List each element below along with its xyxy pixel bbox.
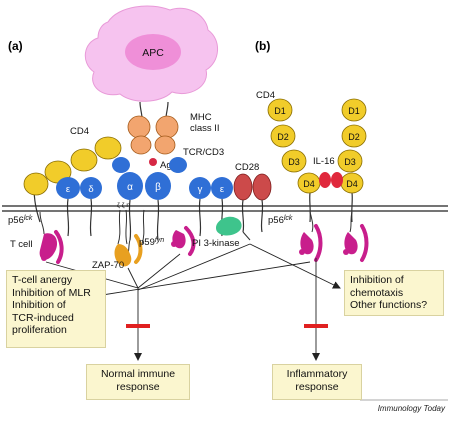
domain-d3-right: D3 [344,157,356,167]
chain-beta: β [155,182,161,193]
cd4-label-a: CD4 [70,126,89,137]
left-effect-line-5: proliferation [12,324,67,336]
right-effect-line-1: Inhibition of [350,274,404,286]
domain-d2-left: D2 [277,132,289,142]
box-left-effects: T-cell anergy Inhibition of MLR Inhibiti… [6,270,106,348]
pi3-kinase: PI 3-kinase [192,216,251,249]
zap70-kinase: ZAP-70 [92,234,143,271]
panel-label-b: (b) [255,39,270,53]
normal-response-line-2: response [116,380,160,393]
tcr-label: TCR/CD3 [183,147,224,158]
left-effect-line-1: T-cell anergy [12,274,73,286]
inhibition-bar-left [126,324,150,328]
right-effect-line-3: Other functions? [350,299,428,311]
domain-d3-left: D3 [288,157,300,167]
chain-delta: δ [88,184,93,195]
inflammatory-response-line-1: Inflammatory [286,368,348,380]
inflammatory-response-line-2: response [295,380,339,393]
tcr-cd3-complex: ε δ α β γ ε TCR/CD3 ζ ζ η [56,147,233,245]
antigen-label: Ag [160,160,172,171]
left-effect-line-2: Inhibition of MLR [12,286,91,299]
arrow-to-chemotaxis-box [249,243,341,289]
apc-cell: APC [84,5,218,102]
cd4-label-b: CD4 [256,90,275,101]
cd4-molecule-a: CD4 [23,126,122,223]
domain-d4-right: D4 [346,179,358,189]
apc-label: APC [142,47,164,59]
p56lck-kinase-b-left [299,211,323,262]
cd28-label: CD28 [235,162,259,173]
cd4-dimer-b: CD4 D1 D2 D3 D4 D1 D2 D3 D4 [256,90,367,223]
p56lck-label-b: p56lck [268,215,293,226]
journal-credit: Immunology Today [378,404,446,413]
cd28-receptor: CD28 [233,162,272,233]
panel-label-a: (a) [8,39,23,53]
t-cell-label: T cell [10,239,33,250]
zap70-label: ZAP-70 [92,260,124,271]
box-normal-immune-response: Normal immune response [86,364,190,400]
p56lck-kinase-b-right [343,211,369,262]
il16-ligand: IL-16 [313,156,343,188]
domain-d4-left: D4 [303,179,315,189]
mhc-class-ii: MHC class II [127,101,220,155]
left-effect-line-3: Inhibition of [12,299,66,311]
apc-nucleus [125,34,181,70]
domain-d2-right: D2 [348,132,360,142]
chain-epsilon-1: ε [66,184,71,195]
arrow-to-anergy-box [95,261,311,299]
t-cell-membrane [2,205,448,212]
antigen [149,158,157,166]
right-effect-line-2: chemotaxis [350,286,404,299]
normal-response-line-1: Normal immune [100,368,176,380]
left-effect-line-4: TCR-induced [12,311,74,324]
chain-alpha: α [127,182,133,193]
domain-d1-right: D1 [348,106,360,116]
chain-epsilon-2: ε [220,184,225,195]
mhc-label-line2: class II [190,123,220,134]
il16-label: IL-16 [313,156,335,167]
box-right-effects: Inhibition of chemotaxis Other functions… [344,270,444,316]
chain-gamma: γ [198,184,203,195]
p59fyn-label: p59fyn [139,237,164,248]
p56lck-label-a: p56lck [8,215,33,226]
inhibition-bar-right [304,324,328,328]
p56lck-kinase-a [39,211,64,264]
pi3k-label: PI 3-kinase [192,238,240,249]
domain-d1-left: D1 [274,106,286,116]
mhc-label-line1: MHC [190,112,212,123]
p59fyn-kinase [171,226,196,256]
box-inflammatory-response: Inflammatory response [272,364,362,400]
